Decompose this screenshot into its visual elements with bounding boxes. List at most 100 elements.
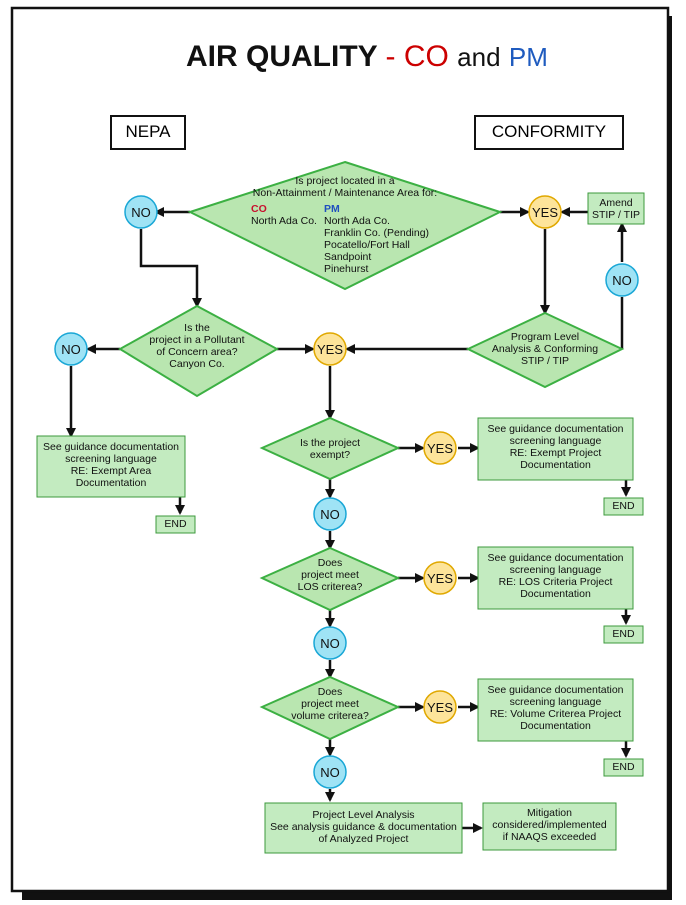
decision-diamonds [118, 160, 625, 741]
project-level-line: of Analyzed Project [318, 833, 409, 846]
nonattainment-question: Is project located in a Non-Attainment /… [245, 175, 445, 199]
no-label: NO [320, 765, 340, 780]
box-los-project [477, 546, 634, 610]
pm-area: Franklin Co. (Pending) [324, 227, 430, 240]
exempt-area-line: RE: Exempt Area [70, 465, 152, 478]
diamond-program-level [465, 311, 625, 389]
volume-project-line: See guidance documentation [487, 684, 624, 696]
pollutant-line: of Concern area? [156, 346, 238, 359]
nonattainment-line2: Non-Attainment / Maintenance Area for: [252, 187, 438, 200]
box-mitigation [482, 802, 617, 851]
connectors [66, 207, 631, 833]
pollutant-line: project in a Pollutant [149, 334, 245, 347]
los-line: project meet [301, 569, 359, 582]
los-project-text: See guidance documentation screening lan… [478, 552, 633, 600]
mitigation-line: considered/implemented [492, 819, 607, 832]
title-pm: PM [508, 42, 548, 72]
no-label: NO [612, 273, 632, 288]
los-question: Does project meet LOS criterea? [280, 557, 380, 593]
pollutant-line: Is the [184, 322, 210, 334]
exempt-line: Is the project [299, 437, 361, 449]
nepa-header: NEPA [110, 115, 186, 150]
box-volume-project [477, 678, 634, 742]
exempt-project-text: See guidance documentation screening lan… [478, 423, 633, 471]
exempt-area-line: screening language [65, 453, 157, 466]
answer-circles [54, 195, 639, 789]
volume-project-line: screening language [509, 696, 602, 709]
program-line: Analysis & Conforming [491, 343, 599, 356]
pm-area: Pinehurst [324, 263, 369, 276]
los-project-line: RE: LOS Criteria Project [498, 576, 613, 589]
volume-question: Does project meet volume criterea? [275, 686, 385, 722]
co-areas: CO North Ada Co. [251, 203, 317, 227]
circle-no-3 [54, 332, 88, 366]
project-level-line: Project Level Analysis [312, 809, 415, 821]
volume-line: project meet [301, 698, 359, 711]
volume-line: volume criterea? [291, 710, 369, 723]
circle-no-1 [124, 195, 158, 229]
nonattainment-line1: Is project located in a [295, 175, 395, 187]
box-end-3 [603, 625, 644, 644]
yes-label: YES [426, 441, 453, 456]
circle-no-6 [313, 755, 347, 789]
pm-areas: PM North Ada Co. Franklin Co. (Pending) … [324, 203, 429, 275]
pm-area: North Ada Co. [324, 215, 390, 228]
mitigation-line: Mitigation [527, 807, 572, 819]
yes-label: YES [531, 205, 558, 220]
end-label: END [612, 500, 635, 512]
yes-label: YES [426, 571, 453, 586]
exempt-line: exempt? [309, 449, 351, 462]
page-title: AIR QUALITY - CO and PM [186, 40, 548, 74]
circle-no-5 [313, 626, 347, 660]
amend-line: Amend [599, 197, 633, 209]
amend-line: STIP / TIP [591, 209, 641, 222]
volume-project-text: See guidance documentation screening lan… [478, 684, 633, 732]
circle-yes-1 [528, 195, 562, 229]
exempt-area-line: Documentation [75, 477, 147, 490]
exempt-project-line: RE: Exempt Project [509, 447, 602, 460]
pollutant-line: Canyon Co. [169, 358, 225, 371]
diamond-pollutant [118, 304, 280, 398]
pollutant-question: Is the project in a Pollutant of Concern… [137, 322, 257, 370]
volume-project-line: Documentation [520, 720, 591, 733]
diamond-exempt [259, 416, 401, 481]
diamond-los [259, 546, 401, 612]
circle-yes-5 [423, 690, 457, 724]
box-amend [587, 192, 645, 225]
arrow-no-to-pollutant [139, 229, 202, 308]
exempt-project-line: Documentation [520, 459, 591, 472]
box-exempt-area [36, 435, 186, 498]
exempt-project-line: screening language [509, 435, 602, 448]
exempt-area-line: See guidance documentation [42, 441, 180, 453]
program-level-question: Program Level Analysis & Conforming STIP… [485, 331, 605, 367]
co-label: CO [251, 203, 267, 215]
title-main: AIR QUALITY [186, 40, 378, 73]
exempt-question: Is the project exempt? [280, 437, 380, 461]
box-end-1 [155, 515, 196, 534]
no-label: NO [131, 205, 151, 220]
circle-yes-2 [313, 332, 347, 366]
los-project-line: See guidance documentation [487, 552, 624, 564]
box-end-4 [603, 758, 644, 777]
circle-yes-4 [423, 561, 457, 595]
title-co: CO [403, 40, 449, 73]
process-boxes [36, 192, 645, 854]
exempt-project-line: See guidance documentation [487, 423, 624, 435]
conformity-header: CONFORMITY [474, 115, 624, 150]
program-line: Program Level [510, 331, 580, 343]
title-and: and [457, 42, 501, 72]
box-end-2 [603, 497, 644, 516]
circle-no-4 [313, 497, 347, 531]
no-label: NO [320, 636, 340, 651]
diamond-nonattainment [187, 160, 503, 291]
mitigation-line: if NAAQS exceeded [502, 831, 597, 844]
co-area: North Ada Co. [251, 215, 317, 228]
yes-label: YES [316, 342, 343, 357]
yes-label: YES [426, 700, 453, 715]
pm-area: Pocatello/Fort Hall [324, 239, 410, 252]
no-label: NO [320, 507, 340, 522]
los-line: Does [317, 557, 343, 569]
box-project-level [264, 802, 463, 854]
pm-label: PM [324, 203, 340, 215]
